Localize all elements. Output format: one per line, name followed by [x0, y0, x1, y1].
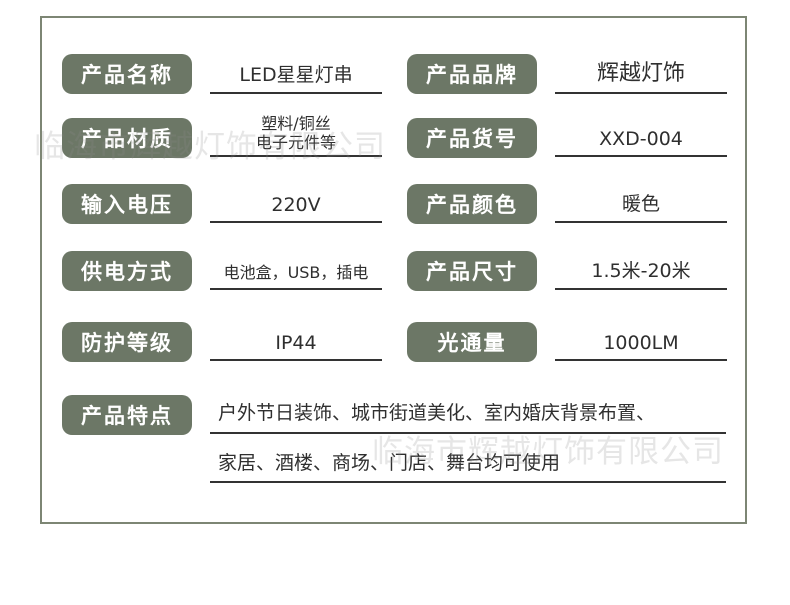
value-luminous-flux: 1000LM: [555, 318, 727, 361]
label-size: 产品尺寸: [407, 251, 537, 291]
value-item-number: XXD-004: [555, 114, 727, 157]
value-material: 塑料/铜丝 电子元件等: [210, 104, 382, 157]
label-power-supply: 供电方式: [62, 251, 192, 291]
label-color: 产品颜色: [407, 184, 537, 224]
spec-table-frame: [40, 16, 747, 524]
value-material-line2: 电子元件等: [255, 133, 336, 152]
value-power-supply: 电池盒，USB，插电: [210, 247, 382, 290]
value-brand: 辉越灯饰: [555, 46, 727, 94]
label-item-number: 产品货号: [407, 118, 537, 158]
value-material-line1: 塑料/铜丝: [261, 114, 331, 133]
label-protection-rating: 防护等级: [62, 322, 192, 362]
label-brand: 产品品牌: [407, 54, 537, 94]
features-line-1: 户外节日装饰、城市街道美化、室内婚庆背景布置、: [210, 398, 726, 434]
value-color: 暖色: [555, 180, 727, 223]
value-input-voltage: 220V: [210, 180, 382, 223]
label-product-name: 产品名称: [62, 54, 192, 94]
label-input-voltage: 输入电压: [62, 184, 192, 224]
label-features: 产品特点: [62, 395, 192, 435]
label-luminous-flux: 光通量: [407, 322, 537, 362]
value-product-name: LED星星灯串: [210, 50, 382, 94]
value-protection-rating: IP44: [210, 318, 382, 361]
label-material: 产品材质: [62, 118, 192, 158]
features-line-2: 家居、酒楼、商场、门店、舞台均可使用: [210, 448, 726, 483]
value-size: 1.5米-20米: [555, 247, 727, 290]
